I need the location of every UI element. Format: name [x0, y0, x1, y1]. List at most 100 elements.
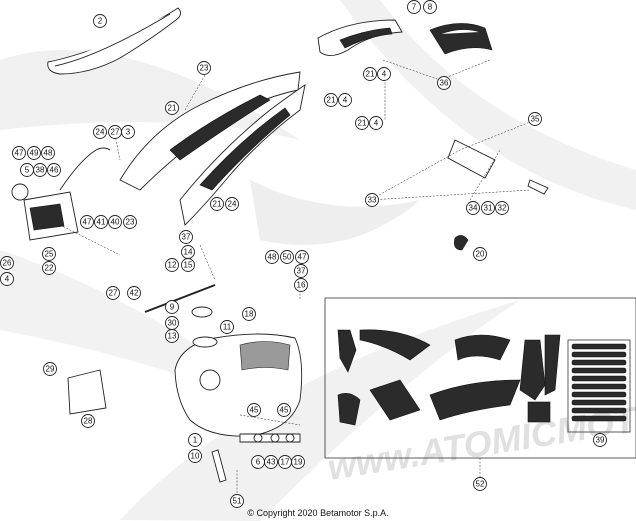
seat	[47, 7, 181, 75]
svg-text:29: 29	[46, 365, 55, 374]
callout: 21	[210, 197, 224, 211]
svg-text:48: 48	[44, 149, 53, 158]
callout: 27	[108, 125, 122, 139]
svg-text:4: 4	[374, 119, 379, 128]
callout: 20	[473, 247, 487, 261]
callout: 21	[355, 116, 369, 130]
callout: 15	[181, 258, 195, 272]
callout: 38	[33, 163, 47, 177]
callout: 27	[106, 286, 120, 300]
rear-plate-holder	[67, 369, 107, 415]
callout: 16	[294, 278, 308, 292]
fuel-pump-hardware	[211, 433, 301, 483]
callout: 45	[277, 403, 291, 417]
svg-text:8: 8	[428, 3, 433, 12]
callout: 37	[179, 230, 193, 244]
svg-text:9: 9	[170, 303, 175, 312]
callout: 36	[437, 76, 451, 90]
callout: 23	[123, 215, 137, 229]
svg-text:38: 38	[36, 166, 45, 175]
callout: 19	[291, 455, 305, 469]
callout: 14	[181, 245, 195, 259]
svg-text:24: 24	[96, 128, 105, 137]
callout: 52	[473, 477, 487, 491]
svg-text:52: 52	[476, 480, 485, 489]
callout: 6	[251, 455, 265, 469]
svg-text:30: 30	[168, 319, 177, 328]
svg-text:41: 41	[97, 218, 106, 227]
svg-text:47: 47	[298, 253, 307, 262]
callout: 37	[294, 264, 308, 278]
callout: 7	[407, 0, 421, 14]
svg-text:13: 13	[168, 332, 177, 341]
callouts: 1 2 3 4 4 4 4 5 6 7 8 9 10 11 12 13 14 1…	[0, 0, 607, 508]
callout: 4	[369, 116, 383, 130]
callout: 4	[0, 272, 14, 286]
svg-text:36: 36	[440, 79, 449, 88]
svg-text:6: 6	[256, 458, 261, 467]
svg-text:49: 49	[30, 149, 39, 158]
callout: 23	[197, 61, 211, 75]
svg-text:37: 37	[297, 267, 306, 276]
callout: 21	[363, 67, 377, 81]
copyright-notice: © Copyright 2020 Betamotor S.p.A.	[247, 508, 389, 518]
svg-text:21: 21	[213, 200, 222, 209]
svg-text:31: 31	[484, 204, 493, 213]
callout: 39	[593, 433, 607, 447]
svg-text:20: 20	[476, 250, 485, 259]
callout: 24	[93, 125, 107, 139]
callout: 43	[264, 455, 278, 469]
callout: 33	[365, 193, 379, 207]
callout: 45	[247, 403, 261, 417]
svg-text:43: 43	[267, 458, 276, 467]
callout: 2	[93, 14, 107, 28]
callout: 31	[481, 201, 495, 215]
svg-text:21: 21	[327, 96, 336, 105]
callout: 47	[295, 250, 309, 264]
callout: 17	[278, 455, 292, 469]
callout: 3	[121, 125, 135, 139]
svg-text:37: 37	[182, 233, 191, 242]
svg-text:4: 4	[343, 96, 348, 105]
callout: 1	[188, 433, 202, 447]
callout: 24	[225, 197, 239, 211]
callout: 22	[42, 261, 56, 275]
svg-text:1: 1	[193, 436, 198, 445]
svg-text:15: 15	[184, 261, 193, 270]
svg-text:18: 18	[245, 310, 254, 319]
callout: 46	[47, 163, 61, 177]
svg-text:26: 26	[3, 259, 12, 268]
svg-text:39: 39	[596, 436, 605, 445]
svg-text:24: 24	[228, 200, 237, 209]
callout: 48	[265, 250, 279, 264]
svg-text:27: 27	[111, 128, 120, 137]
svg-text:21: 21	[366, 70, 375, 79]
svg-text:10: 10	[191, 452, 200, 461]
svg-text:28: 28	[84, 417, 93, 426]
svg-text:25: 25	[45, 250, 54, 259]
callout: 26	[0, 256, 14, 270]
svg-text:11: 11	[223, 323, 232, 332]
fender-bracket	[447, 139, 549, 195]
callout: 40	[108, 215, 122, 229]
callout: 41	[94, 215, 108, 229]
callout: 29	[43, 362, 57, 376]
callout: 32	[495, 201, 509, 215]
svg-text:16: 16	[297, 281, 306, 290]
svg-text:42: 42	[130, 289, 139, 298]
callout: 21	[324, 93, 338, 107]
svg-text:45: 45	[250, 406, 259, 415]
svg-text:34: 34	[469, 204, 478, 213]
rim-stripes	[571, 343, 627, 422]
svg-text:21: 21	[168, 104, 177, 113]
svg-text:4: 4	[382, 70, 387, 79]
svg-text:45: 45	[280, 406, 289, 415]
fuel-tank	[174, 306, 303, 437]
callout: 4	[377, 67, 391, 81]
svg-text:3: 3	[126, 128, 131, 137]
air-filter-box	[11, 147, 111, 241]
callout: 9	[165, 300, 179, 314]
callout: 34	[466, 201, 480, 215]
svg-text:50: 50	[283, 253, 292, 262]
